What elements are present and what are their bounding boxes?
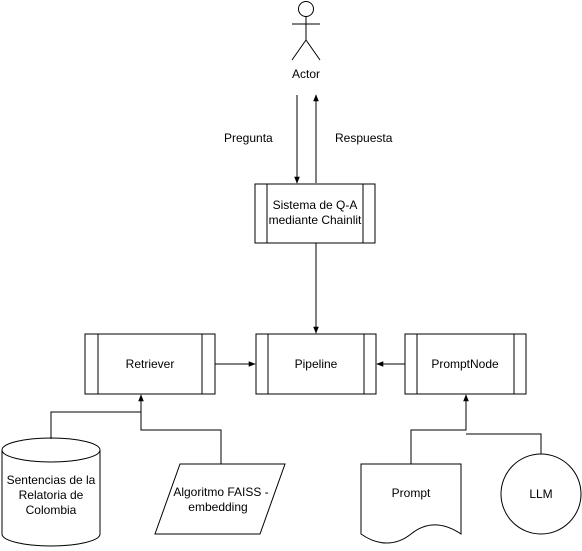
faiss-node[interactable]: Algoritmo FAISS - embedding	[154, 463, 286, 535]
prompt-node-label: PromptNode	[431, 357, 499, 371]
prompt-document-node[interactable]: Prompt	[360, 463, 462, 544]
retriever-label: Retriever	[126, 357, 175, 371]
prompt-to-promptnode-edge	[410, 394, 469, 464]
faiss-to-retriever-edge	[140, 412, 222, 464]
llm-node[interactable]: LLM	[500, 453, 582, 535]
pregunta-label: Pregunta	[224, 131, 273, 145]
faiss-label-line1: Algoritmo FAISS -	[173, 485, 268, 499]
llm-label: LLM	[529, 487, 552, 501]
sentencias-label-line2: Relatoria de	[19, 488, 84, 502]
qa-system-label-line2: mediante Chainlit	[269, 213, 362, 227]
qa-system-label-line1: Sistema de Q-A	[273, 198, 358, 212]
sentencias-label-line1: Sentencias de la	[7, 473, 96, 487]
actor-label: Actor	[292, 67, 320, 81]
pipeline-label: Pipeline	[295, 357, 338, 371]
prompt-node[interactable]: PromptNode	[404, 333, 527, 395]
retriever-node[interactable]: Retriever	[84, 333, 216, 395]
prompt-doc-label: Prompt	[392, 486, 431, 500]
actor-icon[interactable]	[291, 1, 321, 61]
pipeline-node[interactable]: Pipeline	[255, 333, 377, 395]
faiss-label-line2: embedding	[188, 500, 247, 514]
respuesta-label: Respuesta	[335, 131, 393, 145]
sentencias-to-retriever-edge	[50, 394, 144, 439]
sentencias-database-node[interactable]: Sentencias de la Relatoria de Colombia	[1, 437, 101, 547]
llm-to-promptnode-edge	[466, 433, 542, 454]
sentencias-label-line3: Colombia	[26, 503, 77, 517]
qa-system-node[interactable]: Sistema de Q-A mediante Chainlit	[254, 183, 376, 244]
